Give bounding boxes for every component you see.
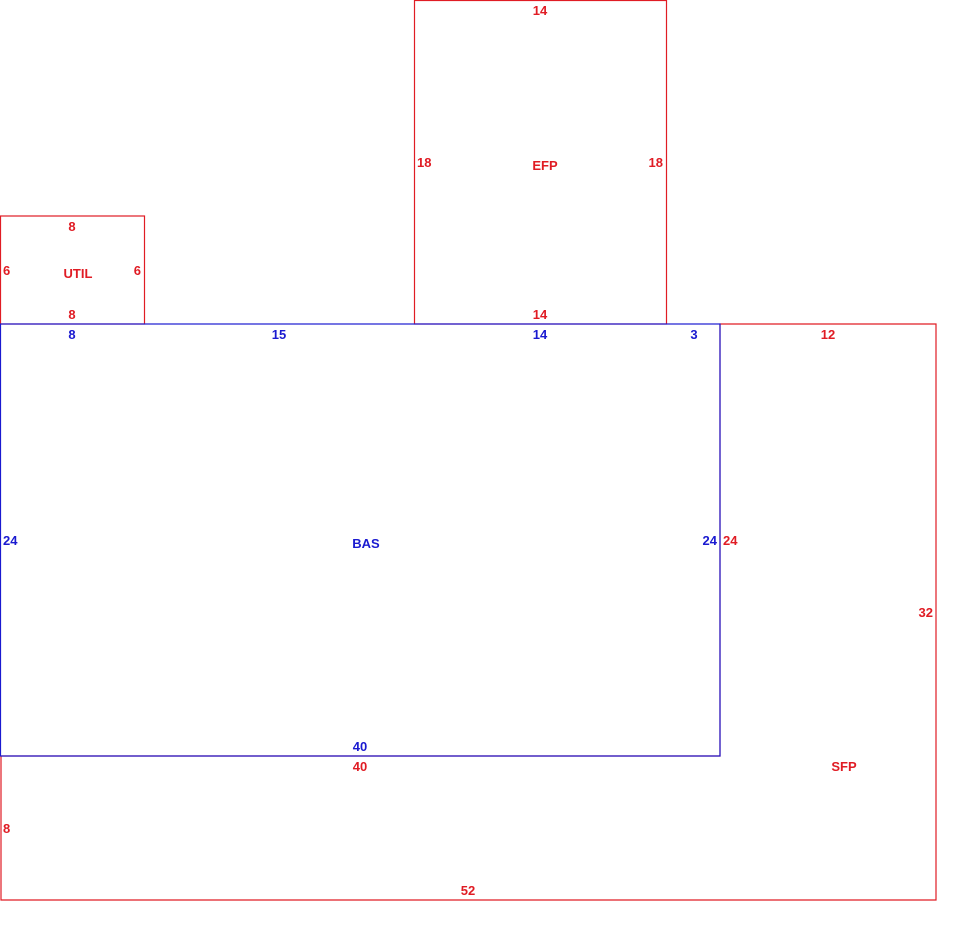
util-left-dimension: 6	[3, 263, 10, 278]
bas-area-name: BAS	[352, 536, 380, 551]
bas-top-dimension-4: 3	[690, 327, 697, 342]
util-right-dimension: 6	[134, 263, 141, 278]
util-area-name: UTIL	[64, 266, 93, 281]
sfp-outline	[0, 323, 937, 901]
bas-outline	[0, 323, 721, 757]
sfp-inner-top-dimension: 40	[353, 759, 367, 774]
sfp-right-dimension: 32	[919, 605, 933, 620]
bas-bottom-dimension: 40	[353, 739, 367, 754]
util-top-dimension: 8	[68, 219, 75, 234]
sfp-area-name: SFP	[831, 759, 857, 774]
util-bottom-dimension: 8	[68, 307, 75, 322]
efp-area-name: EFP	[532, 158, 558, 173]
efp-right-dimension: 18	[649, 155, 663, 170]
bas-left-dimension: 24	[3, 533, 18, 548]
efp-bottom-dimension: 14	[533, 307, 548, 322]
sfp-left-upper-dimension: 24	[723, 533, 738, 548]
sfp-left-lower-dimension: 8	[3, 821, 10, 836]
bas-top-dimension-3: 14	[533, 327, 548, 342]
bas-top-dimension-2: 15	[272, 327, 286, 342]
efp-left-dimension: 18	[417, 155, 431, 170]
sfp-bottom-dimension: 52	[461, 883, 475, 898]
sfp-top-dimension: 12	[821, 327, 835, 342]
bas-top-dimension-1: 8	[68, 327, 75, 342]
efp-top-dimension: 14	[533, 3, 548, 18]
bas-right-dimension: 24	[703, 533, 718, 548]
